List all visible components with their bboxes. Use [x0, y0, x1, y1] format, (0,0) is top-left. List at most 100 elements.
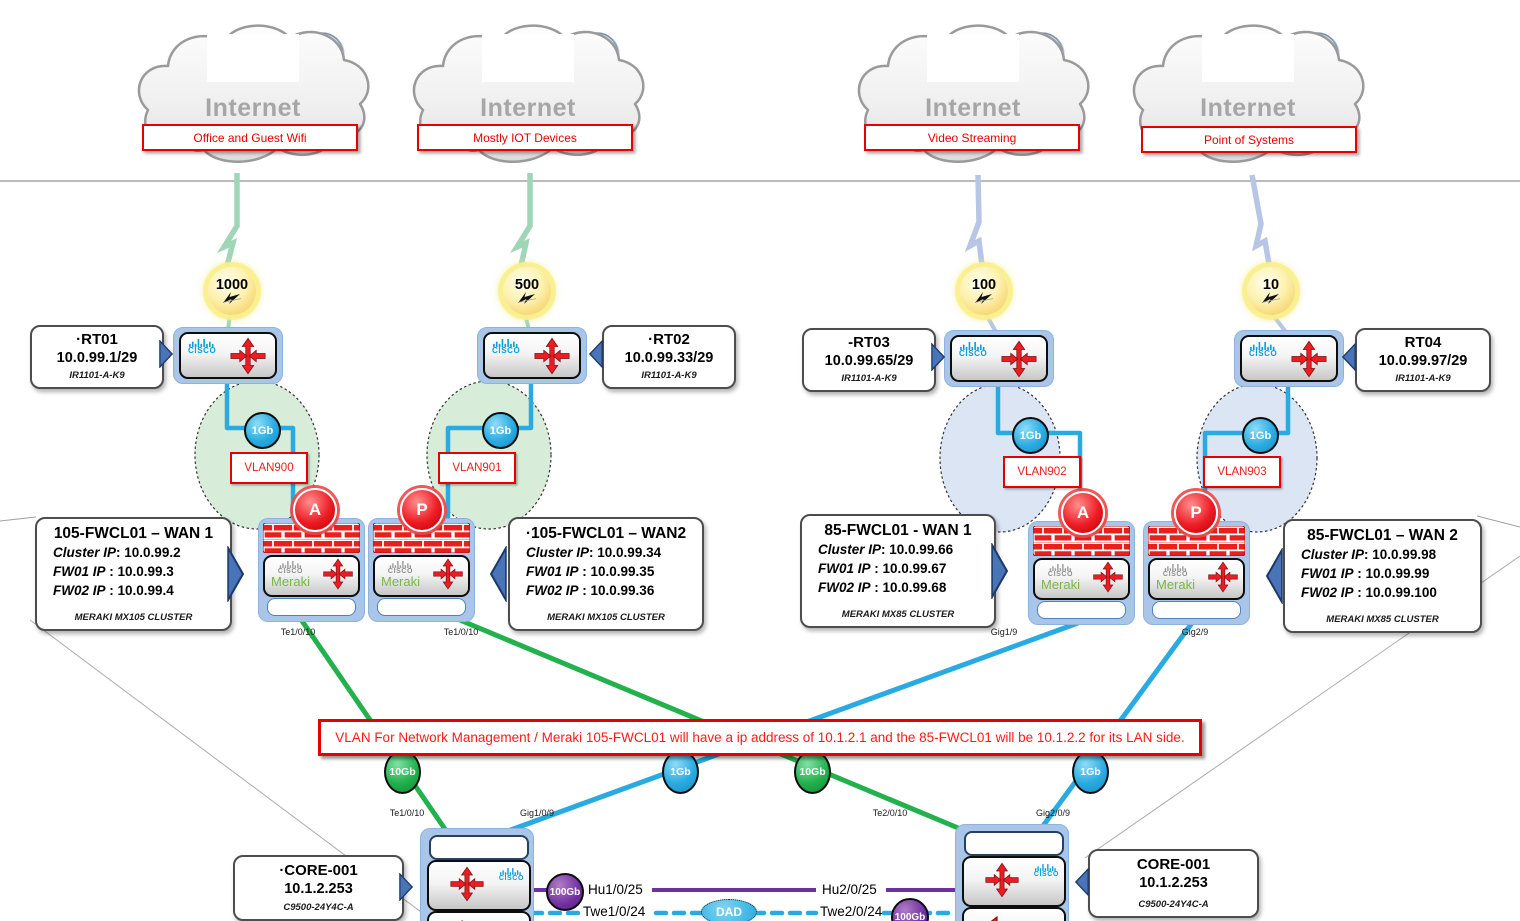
core-ip: 10.1.2.253 — [1139, 874, 1208, 891]
cisco-logo: CISCO — [492, 339, 520, 355]
router-name: -RT03 — [848, 334, 890, 351]
ha-active-badge: A — [293, 488, 337, 532]
cluster-row: FW01 IP : 10.0.99.67 — [818, 561, 947, 577]
cisco-wordmark: CISCO — [959, 349, 988, 358]
cisco-bars-icon — [500, 868, 522, 875]
meraki-logo: CISCO Meraki — [1156, 564, 1195, 591]
lightning-bolt-icon — [509, 173, 533, 267]
cisco-logo: CISCO — [188, 339, 216, 355]
cluster-row: Cluster IP: 10.0.99.2 — [53, 545, 181, 561]
routing-cross-icon — [534, 337, 570, 375]
callout-arrow-right — [227, 546, 244, 602]
bolt-icon — [1262, 292, 1280, 305]
callout-arrow-left — [490, 546, 507, 602]
meraki-logo: CISCO Meraki — [1041, 564, 1080, 591]
cloud-isp-label: Office and Guest Wifi — [142, 124, 358, 151]
lightning-bolt-icon — [216, 173, 240, 267]
firewall-brick-icon — [1033, 526, 1130, 556]
routing-cross-icon — [323, 558, 353, 590]
uplink-speed-badge: 1Gb — [1012, 417, 1049, 454]
cluster-row: FW02 IP : 10.0.99.4 — [53, 582, 174, 598]
meraki-logo: CISCO Meraki — [381, 561, 420, 588]
router-model: IR1101-A-K9 — [641, 370, 697, 381]
vlan-label: VLAN901 — [438, 452, 516, 484]
cluster-model: MERAKI MX105 CLUSTER — [74, 612, 193, 623]
callout-cluster-85-wan1: 85-FWCL01 - WAN 1 Cluster IP: 10.0.99.66… — [800, 514, 996, 628]
cisco-bars-icon — [1049, 564, 1071, 571]
uplink-speed-badge: 1Gb — [482, 412, 519, 449]
core-switch-2: CISCO — [955, 824, 1069, 921]
ha-passive-badge: P — [1174, 491, 1218, 535]
router-model: IR1101-A-K9 — [1395, 373, 1451, 384]
firewall-port-bar — [377, 598, 466, 616]
internet-cloud-3: Internet Video Streaming — [848, 18, 1098, 178]
core-ip: 10.1.2.253 — [284, 880, 353, 897]
router-rt01: CISCO — [173, 327, 283, 384]
cisco-wordmark: CISCO — [277, 568, 304, 575]
downlink-speed-badge: 1Gb — [1072, 750, 1109, 794]
router-ip: 10.0.99.65/29 — [824, 352, 914, 369]
router-body: CISCO — [179, 332, 277, 379]
ha-passive-badge: P — [400, 488, 444, 532]
cisco-wordmark: CISCO — [1249, 349, 1278, 358]
lightning-bolt-icon — [964, 174, 985, 266]
callout-arrow-right — [991, 543, 1008, 599]
firewall-port-bar — [1037, 601, 1126, 619]
cluster-row: FW01 IP : 10.0.99.3 — [53, 564, 174, 580]
callout-cluster-105-wan2: ·105-FWCL01 – WAN2 Cluster IP: 10.0.99.3… — [508, 517, 704, 631]
cisco-logo: CISCO — [959, 342, 987, 358]
port-label: Gig1/9 — [990, 627, 1018, 637]
core-model: C9500-24Y4C-A — [1138, 899, 1209, 910]
wan-speed-value: 500 — [514, 276, 540, 293]
internet-cloud-1: Internet Office and Guest Wifi — [128, 18, 378, 178]
routing-cross-icon — [230, 337, 266, 375]
core-model: C9500-24Y4C-A — [283, 902, 354, 913]
firewall-105-fw02: CISCO Meraki — [368, 518, 475, 622]
cloud-title: Internet — [925, 94, 1021, 122]
vlan-label: VLAN903 — [1203, 456, 1281, 488]
cloud-title: Internet — [480, 94, 576, 122]
routing-cross-icon — [985, 862, 1019, 898]
downlink-speed-badge: 10Gb — [794, 750, 831, 794]
router-body: CISCO — [1240, 335, 1338, 382]
router-rt03: CISCO — [944, 330, 1054, 387]
cisco-logo: CISCO — [1034, 864, 1059, 878]
firewall-body: CISCO Meraki — [263, 555, 360, 597]
port-label: Gig2/9 — [1181, 627, 1209, 637]
cluster-title: 105-FWCL01 – WAN 1 — [53, 525, 214, 542]
router-name: ·RT01 — [76, 331, 118, 348]
cluster-row: Cluster IP: 10.0.99.34 — [526, 545, 662, 561]
router-ip: 10.0.99.97/29 — [1378, 352, 1468, 369]
cisco-wordmark: CISCO — [492, 346, 521, 355]
port-label: Te2/0/10 — [872, 808, 908, 818]
callout-arrow-left — [589, 340, 603, 368]
cluster-row: FW02 IP : 10.0.99.36 — [526, 582, 655, 598]
cisco-wordmark: CISCO — [1047, 571, 1074, 578]
callout-arrow-right — [931, 343, 945, 371]
internet-cloud-4: Internet Point of Systems — [1123, 18, 1373, 178]
callout-core-2: CORE-001 10.1.2.253 C9500-24Y4C-A — [1088, 849, 1259, 918]
cloud-title: Internet — [1200, 94, 1296, 122]
cluster-model: MERAKI MX85 CLUSTER — [1326, 614, 1439, 625]
cloud-isp-label: Point of Systems — [1141, 126, 1357, 153]
cisco-bars-icon — [1035, 864, 1057, 871]
wan-speed-value: 10 — [1262, 276, 1280, 293]
callout-arrow-right — [399, 873, 413, 901]
firewall-port-bar — [1152, 601, 1241, 619]
cisco-bars-icon — [279, 561, 301, 568]
cisco-wordmark: CISCO — [1033, 871, 1059, 878]
core-name: CORE-001 — [1136, 856, 1211, 873]
management-vlan-banner: VLAN For Network Management / Meraki 105… — [318, 719, 1202, 756]
router-ip: 10.0.99.1/29 — [56, 349, 138, 366]
cisco-bars-icon — [389, 561, 411, 568]
uplink-speed-badge: 1Gb — [1242, 417, 1279, 454]
firewall-brick-icon — [1148, 526, 1245, 556]
callout-cluster-105-wan1: 105-FWCL01 – WAN 1 Cluster IP: 10.0.99.2… — [35, 517, 232, 631]
port-label: Te1/0/10 — [280, 627, 316, 637]
callout-rt03: -RT03 10.0.99.65/29 IR1101-A-K9 — [802, 328, 936, 392]
firewall-105-fw01: CISCO Meraki — [258, 518, 365, 622]
core-name: ·CORE-001 — [279, 862, 358, 879]
router-model: IR1101-A-K9 — [841, 373, 897, 384]
cisco-wordmark: CISCO — [1162, 571, 1189, 578]
callout-arrow-left — [1342, 343, 1356, 371]
